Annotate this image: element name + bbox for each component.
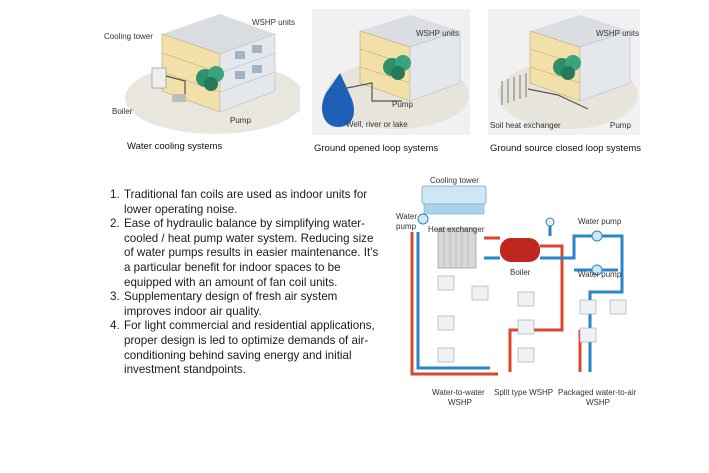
- system-schematic: Cooling tower Water pump Heat exchanger …: [390, 172, 650, 412]
- water-pump-left-label: Water: [396, 212, 418, 221]
- water-pump-left-label-2: pump: [396, 222, 417, 231]
- wshp-label: WSHP units: [416, 29, 459, 38]
- panel-ground-opened-loop: WSHP units Pump Well, river or lake: [312, 9, 470, 135]
- feature-item: 1.Traditional fan coils are used as indo…: [110, 188, 368, 216]
- packaged-label-2: WSHP: [586, 398, 610, 407]
- packaged-label: Packaged water-to-air: [558, 388, 637, 397]
- water-pump-top-label: Water pump: [578, 217, 622, 226]
- panel-caption: Water cooling systems: [127, 141, 223, 152]
- heat-exchanger-label: Heat exchanger: [428, 225, 485, 234]
- split-type-label: Split type WSHP: [494, 388, 554, 397]
- panel-caption: Ground source closed loop systems: [490, 143, 642, 154]
- water-pump-bottom-label: Water pump: [578, 270, 622, 279]
- source-label: Well, river or lake: [346, 120, 408, 129]
- feature-item: 3.Supplementary design of fresh air syst…: [110, 290, 338, 318]
- cooling-tower-label: Cooling tower: [430, 176, 479, 185]
- pump-label: Pump: [392, 100, 413, 109]
- feature-item: 4.For light commercial and residential a…: [110, 319, 375, 377]
- pump-label: Pump: [610, 121, 631, 130]
- feature-item: 2. Ease of hydraulic balance by simplify…: [110, 217, 379, 289]
- soil-heat-exchanger-label: Soil heat exchanger: [490, 121, 561, 130]
- schematic-piping: [410, 185, 627, 376]
- water-to-water-label: Water-to-water: [432, 388, 485, 397]
- cooling-tower-label: Cooling tower: [104, 32, 153, 41]
- wshp-label: WSHP units: [252, 18, 295, 27]
- boiler-label: Boiler: [112, 107, 133, 116]
- ground-closed-loop-illustration: [488, 9, 640, 135]
- wshp-label: WSHP units: [596, 29, 639, 38]
- feature-list: 1.Traditional fan coils are used as indo…: [110, 188, 380, 378]
- panel-ground-closed-loop: WSHP units Soil heat exchanger Pump: [488, 9, 640, 135]
- water-to-water-label-2: WSHP: [448, 398, 472, 407]
- panel-water-cooling: WSHP units Cooling tower Boiler Pump: [100, 6, 300, 136]
- water-cooling-illustration: [125, 14, 300, 134]
- panel-caption: Ground opened loop systems: [314, 143, 439, 154]
- ground-opened-loop-illustration: [312, 9, 470, 135]
- pump-label: Pump: [230, 116, 251, 125]
- boiler-label: Boiler: [510, 268, 531, 277]
